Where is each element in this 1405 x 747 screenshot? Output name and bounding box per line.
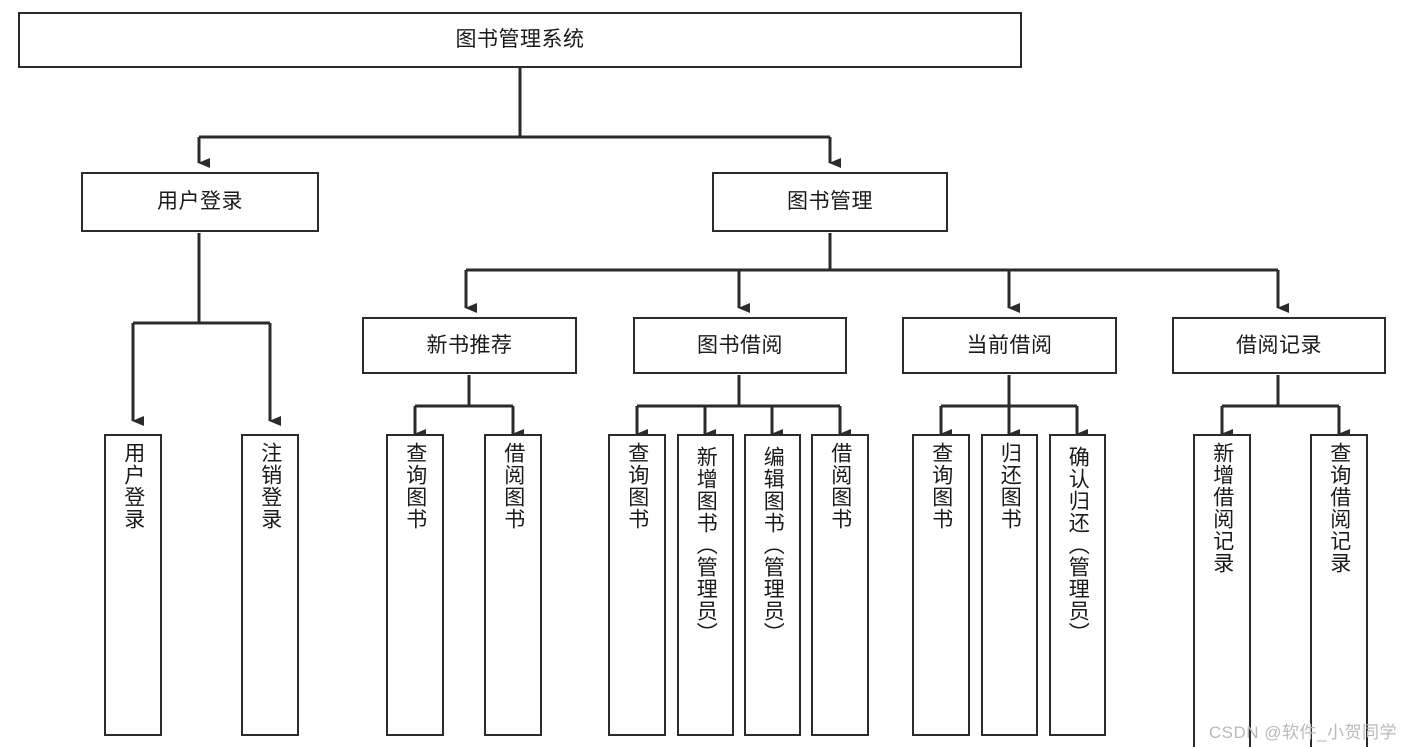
leaf-current-confirm-return-admin-label: 确认归还（管理员） xyxy=(1066,446,1090,644)
leaf-current-confirm-return-admin[interactable]: 确认归还（管理员） xyxy=(1049,434,1106,736)
leaf-borrow-add-book-admin-label: 新增图书（管理员） xyxy=(694,446,718,644)
leaf-user-login-signin-label: 用户登录 xyxy=(121,442,145,530)
leaf-borrow-edit-book-admin[interactable]: 编辑图书（管理员） xyxy=(744,434,801,736)
leaf-record-add-record[interactable]: 新增借阅记录 xyxy=(1193,434,1251,747)
leaf-borrow-borrow-book-label: 借阅图书 xyxy=(828,442,852,530)
leaf-current-query-book-label: 查询图书 xyxy=(929,442,953,530)
leaf-current-return-book-label: 归还图书 xyxy=(998,442,1022,530)
node-root-book-management-system[interactable]: 图书管理系统 xyxy=(18,12,1022,68)
node-user-login-label: 用户登录 xyxy=(157,190,243,214)
node-root-label: 图书管理系统 xyxy=(455,28,585,52)
node-book-borrow[interactable]: 图书借阅 xyxy=(633,317,847,374)
leaf-new-book-query-book[interactable]: 查询图书 xyxy=(386,434,444,736)
node-borrow-record[interactable]: 借阅记录 xyxy=(1172,317,1386,374)
node-new-book-recommend-label: 新书推荐 xyxy=(426,333,513,357)
node-borrow-record-label: 借阅记录 xyxy=(1236,333,1322,357)
leaf-current-query-book[interactable]: 查询图书 xyxy=(912,434,970,736)
leaf-current-return-book[interactable]: 归还图书 xyxy=(981,434,1038,736)
leaf-new-book-borrow-book-label: 借阅图书 xyxy=(501,442,525,530)
node-current-borrow[interactable]: 当前借阅 xyxy=(902,317,1117,374)
leaf-new-book-query-book-label: 查询图书 xyxy=(403,442,427,530)
node-current-borrow-label: 当前借阅 xyxy=(966,333,1053,357)
node-book-management[interactable]: 图书管理 xyxy=(712,172,948,232)
leaf-record-query-record[interactable]: 查询借阅记录 xyxy=(1310,434,1368,747)
leaf-user-login-signout-label: 注销登录 xyxy=(258,442,282,530)
node-new-book-recommend[interactable]: 新书推荐 xyxy=(362,317,577,374)
leaf-borrow-edit-book-admin-label: 编辑图书（管理员） xyxy=(761,446,785,644)
node-book-borrow-label: 图书借阅 xyxy=(697,333,783,357)
leaf-new-book-borrow-book[interactable]: 借阅图书 xyxy=(484,434,542,736)
leaf-borrow-add-book-admin[interactable]: 新增图书（管理员） xyxy=(677,434,734,736)
node-book-management-label: 图书管理 xyxy=(787,190,873,214)
leaf-borrow-query-book-label: 查询图书 xyxy=(625,442,649,530)
leaf-borrow-query-book[interactable]: 查询图书 xyxy=(608,434,666,736)
leaf-record-query-record-label: 查询借阅记录 xyxy=(1327,442,1351,574)
leaf-borrow-borrow-book[interactable]: 借阅图书 xyxy=(811,434,869,736)
leaf-user-login-signin[interactable]: 用户登录 xyxy=(104,434,162,736)
node-user-login[interactable]: 用户登录 xyxy=(81,172,319,232)
leaf-user-login-signout[interactable]: 注销登录 xyxy=(241,434,299,736)
leaf-record-add-record-label: 新增借阅记录 xyxy=(1210,442,1234,574)
